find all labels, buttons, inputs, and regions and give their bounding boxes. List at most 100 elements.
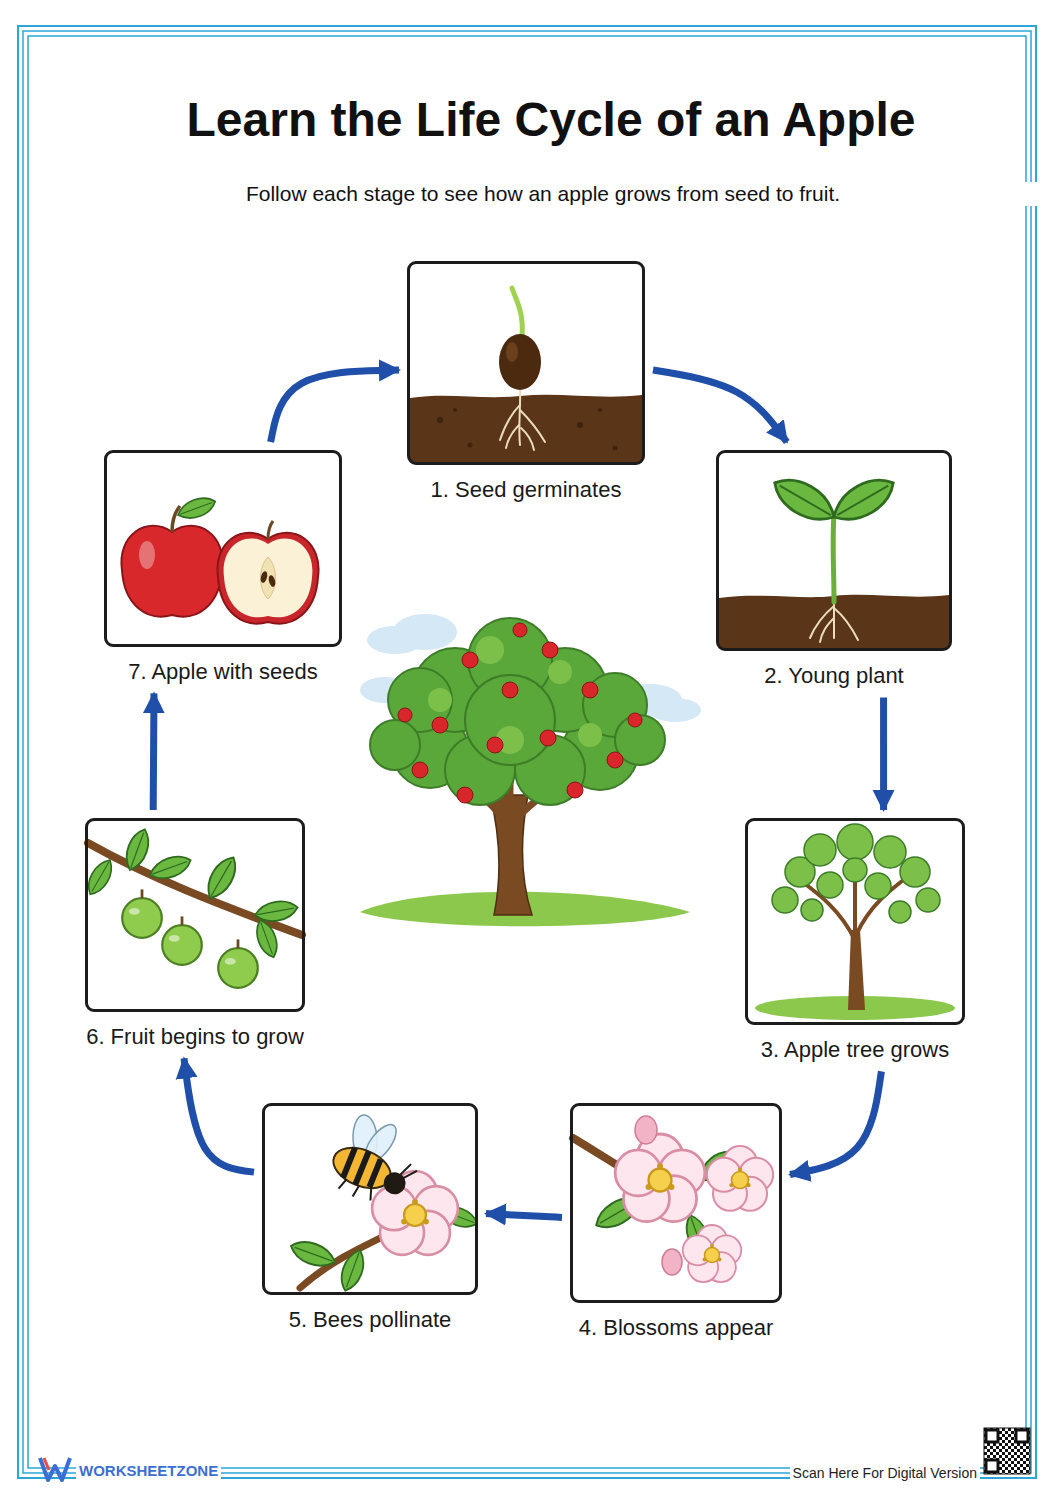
ripe-apple-illustration-part xyxy=(217,521,318,624)
central-apple-tree-part xyxy=(428,636,602,754)
young-plant-illustration-part xyxy=(827,470,901,530)
central-apple-tree-part-part xyxy=(548,660,572,684)
stage-card: 2. Young plant xyxy=(716,450,952,689)
stage-frame xyxy=(104,450,342,647)
young-plant-illustration-part xyxy=(831,515,837,602)
ripe-apple-illustration-part-part xyxy=(139,541,155,569)
central-apple-tree-part-part xyxy=(457,787,473,803)
seed-illustration xyxy=(410,288,642,462)
small-tree-illustration-part-part xyxy=(843,858,867,882)
blossom-illustration xyxy=(573,1116,773,1282)
seed-illustration-part xyxy=(499,334,541,390)
small-tree-illustration-part xyxy=(848,930,865,1010)
stage-frame xyxy=(407,261,645,465)
green-fruit-illustration-part xyxy=(122,889,162,937)
ripe-apple-illustration-part-part xyxy=(268,521,273,539)
central-apple-tree-part-part xyxy=(412,762,428,778)
bee-illustration-part-part xyxy=(342,1146,381,1190)
central-apple-tree-part-part xyxy=(513,623,527,637)
qr-code-part xyxy=(984,1428,1030,1474)
seed-illustration-part-part xyxy=(521,428,534,450)
bee-illustration-part xyxy=(336,1247,369,1294)
small-tree-illustration-part-part xyxy=(772,887,798,913)
central-apple-tree-part-part xyxy=(428,688,452,712)
blossom-illustration-part xyxy=(635,1116,657,1144)
central-apple-tree-part-part xyxy=(487,737,503,753)
seed-illustration-part-part xyxy=(598,408,602,412)
central-apple-tree-part-part xyxy=(540,730,556,746)
small-tree-illustration-part-part xyxy=(916,888,940,912)
central-apple-tree-part-part xyxy=(607,752,623,768)
young-plant-illustration-part-part xyxy=(820,618,834,642)
seed-illustration-part-part xyxy=(613,446,618,451)
green-fruit-illustration xyxy=(83,826,302,988)
cycle-arrow xyxy=(880,697,887,810)
bee-illustration-part-part xyxy=(380,1169,409,1198)
ripe-apple-illustration-part-part xyxy=(217,533,318,624)
title: Learn the Life Cycle of an Apple xyxy=(48,92,1054,147)
stage-card: 6. Fruit begins to grow xyxy=(85,818,305,1050)
page-frame-part xyxy=(28,36,1026,1468)
central-apple-tree xyxy=(360,614,701,926)
blossom-illustration-part xyxy=(683,1225,742,1282)
young-plant-illustration-part xyxy=(810,598,858,642)
small-tree-illustration-part xyxy=(772,824,940,923)
young-plant-illustration xyxy=(719,470,949,648)
stage-card: 5. Bees pollinate xyxy=(262,1103,478,1333)
central-apple-tree-part-part xyxy=(628,713,642,727)
seed-illustration-part xyxy=(512,288,522,336)
central-apple-tree-part-part xyxy=(567,782,583,798)
stage-caption: 2. Young plant xyxy=(764,663,903,689)
seed-illustration-part-part xyxy=(453,408,457,412)
page-frame xyxy=(18,26,1036,1478)
bee-illustration-part-part xyxy=(399,1162,418,1182)
qr-note: Scan Here For Digital Version xyxy=(790,1465,980,1481)
blossom-illustration-part xyxy=(615,1134,705,1222)
blossom-illustration-part xyxy=(662,1249,682,1275)
small-tree-illustration-part-part xyxy=(900,857,930,887)
ripe-apple-illustration-part xyxy=(121,493,222,616)
seed-illustration-part-part xyxy=(506,425,519,448)
bee-illustration-part xyxy=(323,1106,431,1215)
small-tree-illustration-part-part xyxy=(865,873,891,899)
seed-illustration-part-part xyxy=(468,443,473,448)
stage-caption: 6. Fruit begins to grow xyxy=(86,1024,304,1050)
central-apple-tree-part-part xyxy=(476,636,504,664)
stage-frame xyxy=(262,1103,478,1295)
green-fruit-illustration-part xyxy=(252,917,282,960)
green-fruit-illustration-part xyxy=(162,916,202,964)
stage-frame xyxy=(745,818,965,1025)
stage-caption: 4. Blossoms appear xyxy=(579,1315,773,1341)
central-apple-tree-part xyxy=(398,623,642,803)
young-plant-illustration-part xyxy=(767,470,841,530)
green-fruit-illustration-part xyxy=(201,852,242,903)
stage-frame xyxy=(85,818,305,1012)
green-fruit-illustration-part xyxy=(88,843,302,935)
small-tree-illustration-part-part xyxy=(817,872,843,898)
small-tree-illustration-part-part xyxy=(837,824,873,860)
bee-illustration xyxy=(288,1106,481,1294)
seed-illustration-part xyxy=(437,408,618,451)
seed-illustration-part-part xyxy=(518,385,521,445)
seed-illustration-part-part xyxy=(437,417,443,423)
stage-card: 4. Blossoms appear xyxy=(570,1103,782,1341)
small-tree-illustration-part-part xyxy=(889,901,911,923)
qr-code-part xyxy=(986,1430,998,1442)
subtitle: Follow each stage to see how an apple gr… xyxy=(40,182,1046,206)
small-tree-illustration-part-part xyxy=(874,836,906,868)
ripe-apple-illustration xyxy=(121,493,318,623)
central-apple-tree-part-part xyxy=(462,652,478,668)
seed-illustration-part xyxy=(506,342,518,362)
brand-logo-part xyxy=(40,1458,70,1480)
brand-logo-part xyxy=(44,1458,49,1470)
green-fruit-illustration-part xyxy=(147,851,194,884)
seed-illustration-part-part xyxy=(520,410,545,442)
small-tree-illustration-part-part xyxy=(804,834,836,866)
small-tree-illustration xyxy=(755,824,955,1020)
young-plant-illustration-part-part xyxy=(834,608,858,640)
central-apple-tree-part-part xyxy=(398,708,412,722)
stage-frame xyxy=(716,450,952,651)
cycle-arrow xyxy=(653,370,787,442)
